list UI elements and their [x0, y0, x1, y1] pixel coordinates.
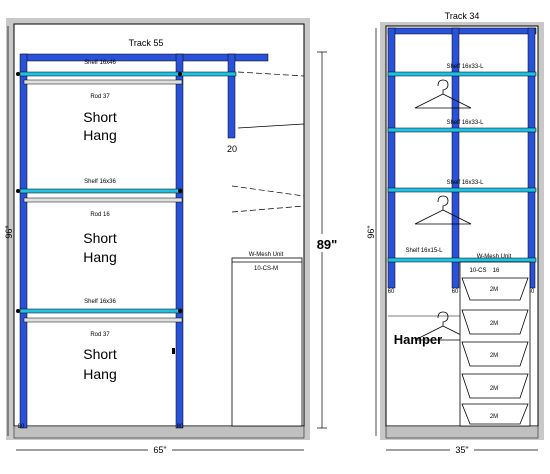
right-upright-left-label: 60	[388, 289, 395, 295]
right-shelf-1	[387, 71, 537, 77]
left-rod-2	[23, 197, 183, 203]
left-mid-shelf-1	[19, 188, 183, 194]
left-hang-2b: Hang	[83, 249, 116, 265]
left-background-sightlines	[231, 71, 305, 213]
left-side-dimension-label: 96"	[4, 225, 14, 238]
left-height-dim-mask	[312, 234, 342, 252]
right-basket-label-4: 2M	[490, 386, 498, 392]
left-upright-20-label: 20	[227, 144, 237, 154]
right-basket-count-label: 16	[493, 268, 500, 274]
right-shelf-2-label: Shelf 16x33-L	[446, 120, 484, 126]
right-basket-code-label: 10-CS	[469, 268, 486, 274]
left-height-dimension-label: 89"	[317, 237, 338, 252]
left-mid-shelf-2	[19, 308, 183, 314]
right-shelf-3-label: Shelf 16x33-L	[446, 180, 484, 186]
right-track	[387, 27, 537, 35]
left-upright-2	[175, 53, 184, 429]
left-floor	[13, 425, 305, 439]
hanger-icon	[414, 79, 472, 109]
left-track-label: Track 55	[129, 38, 164, 48]
left-foot-left: 80	[18, 424, 25, 430]
left-rod-3	[23, 317, 183, 323]
left-top-shelf	[19, 71, 237, 77]
right-basket-label-1: 2M	[490, 287, 498, 293]
right-closet-unit: Track 34 60 60 60 Shelf 16x33-L Shelf 16…	[366, 11, 544, 456]
right-basket-label-2: 2M	[490, 321, 498, 327]
left-anchor-marks	[16, 72, 182, 313]
right-hanger-icons	[414, 79, 472, 341]
left-mid-shelf-1-label: Shelf 16x36	[84, 179, 116, 185]
left-upright-1	[19, 53, 28, 429]
left-hang-1b: Hang	[83, 127, 116, 143]
right-shelf-small	[387, 257, 537, 263]
left-basket-code-label: 10-CS-M	[254, 266, 278, 272]
left-width-dimension-label: 65"	[153, 445, 166, 455]
right-width-dim-mask	[450, 444, 474, 456]
left-bracket-mark	[172, 348, 175, 354]
left-rod-1-label: Rod 37	[90, 94, 110, 100]
left-basket-unit-label: W-Mesh Unit	[249, 252, 284, 258]
left-hang-1a: Short	[83, 109, 117, 125]
left-mid-shelf-2-label: Shelf 16x36	[84, 299, 116, 305]
right-shelf-small-label: Shelf 16x15-L	[405, 248, 443, 254]
right-hamper-label: Hamper	[394, 332, 442, 347]
right-shelf-1-label: Shelf 16x33-L	[446, 64, 484, 70]
hanger-icon	[414, 311, 472, 341]
right-upright-right-label: 60	[528, 289, 535, 295]
left-basket-unit	[231, 257, 303, 427]
right-basket-label-5: 2M	[490, 414, 498, 420]
right-upright-right	[527, 27, 536, 289]
right-upright-mid-label: 60	[452, 289, 459, 295]
left-hang-3b: Hang	[83, 366, 116, 382]
right-shelf-2	[387, 127, 537, 133]
left-top-shelf-label: Shelf 16x46	[84, 60, 116, 66]
left-upright-3	[227, 53, 236, 139]
left-rod-1	[23, 79, 183, 85]
hanger-icon	[414, 195, 472, 225]
left-foot-right: 80	[177, 424, 184, 430]
right-side-dimension-label: 96"	[366, 225, 376, 238]
right-basket-unit-label: W-Mesh Unit	[477, 254, 512, 260]
left-hang-3a: Short	[83, 346, 117, 362]
left-closet-unit: Track 55 20 Shelf 16x46 Rod 37 Short Han…	[4, 18, 342, 456]
right-baskets	[461, 277, 529, 425]
right-upright-left	[387, 27, 396, 289]
right-floor	[385, 425, 539, 439]
left-width-dim-mask	[148, 444, 172, 456]
right-width-dimension-label: 35"	[455, 445, 468, 455]
left-rod-3-label: Rod 37	[90, 332, 110, 338]
right-shelf-3	[387, 187, 537, 193]
right-basket-label-3: 2M	[490, 353, 498, 359]
right-track-label: Track 34	[445, 11, 480, 21]
left-hang-2a: Short	[83, 230, 117, 246]
left-rod-2-label: Rod 16	[90, 212, 110, 218]
right-upright-mid	[451, 27, 460, 289]
